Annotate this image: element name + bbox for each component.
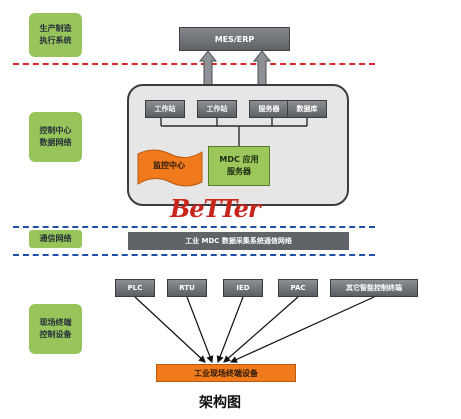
monitor-center-label: 监控中心 <box>153 161 185 170</box>
monitor-center-shape <box>137 149 203 187</box>
divider-comm-field <box>13 254 375 256</box>
divider-execution-control <box>13 63 375 65</box>
comm-network-bar: 工业 MDC 数据采集系统通信网络 <box>128 232 349 250</box>
layer-label-comm: 通信网络 <box>29 230 82 248</box>
database-node: 数据库 <box>287 100 327 118</box>
workstation-node: 工作站 <box>197 100 237 118</box>
terminal-pac: PAC <box>278 279 318 297</box>
better-watermark: BeTTer <box>170 194 261 223</box>
divider-control-comm <box>13 226 375 228</box>
terminal-other: 其它智能控制终端 <box>330 279 418 297</box>
layer-label-execution: 生产制造 执行系统 <box>29 13 82 57</box>
diagram-caption: 架构图 <box>199 395 241 411</box>
layer-label-field: 现场终端 控制设备 <box>29 304 82 354</box>
terminal-ied: IED <box>223 279 263 297</box>
terminal-plc: PLC <box>115 279 155 297</box>
control-connectors <box>160 118 308 146</box>
upward-arrows <box>198 50 272 87</box>
terminal-rtu: RTU <box>167 279 207 297</box>
mes-erp-box: MES/ERP <box>179 27 290 51</box>
workstation-node: 工作站 <box>145 100 185 118</box>
mdc-app-server: MDC 应用 服务器 <box>208 146 270 186</box>
layer-label-control: 控制中心 数据网络 <box>29 112 82 162</box>
field-terminal-device: 工业现场终端设备 <box>156 364 296 382</box>
